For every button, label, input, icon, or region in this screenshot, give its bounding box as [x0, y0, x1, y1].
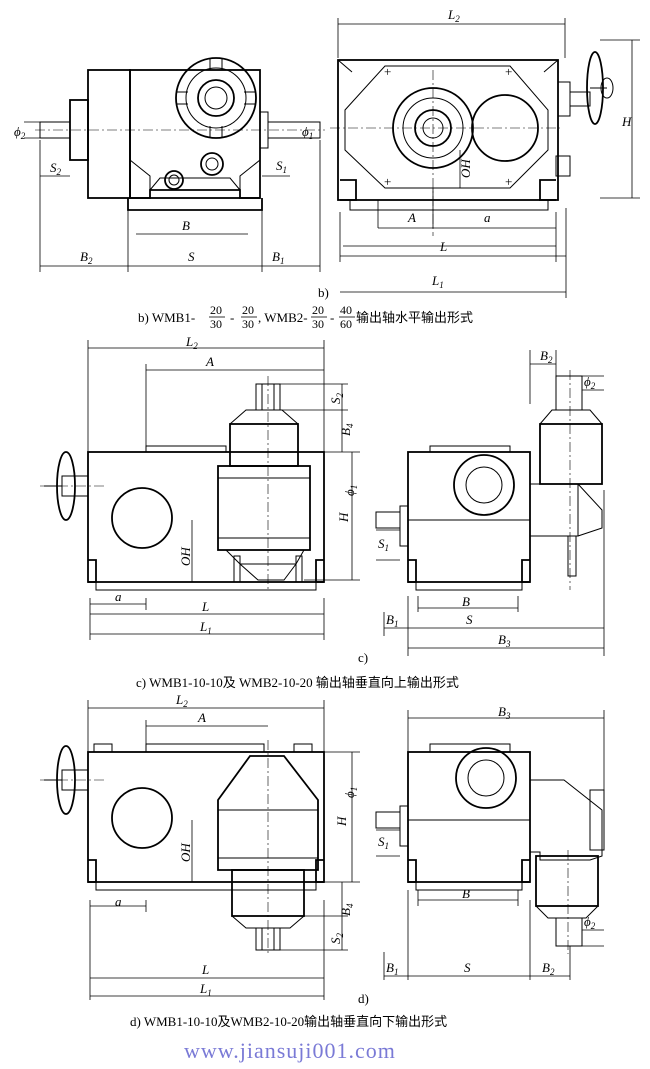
fig-d-left-dimensions: L2 A ϕ1 H OH B4 S2 a L L1: [87, 692, 360, 1000]
label-b-phi1: ϕ1: [302, 124, 313, 141]
svg-text:-: -: [330, 310, 334, 325]
svg-text:30: 30: [242, 317, 254, 331]
svg-text:30: 30: [312, 317, 324, 331]
label-d-A: A: [197, 710, 206, 725]
label-b-L2: L2: [447, 7, 460, 24]
label-d-L: L: [201, 962, 209, 977]
caption-d: d) WMB1-10-10及WMB2-10-20输出轴垂直向下输出形式: [130, 1014, 447, 1029]
svg-text:20: 20: [210, 303, 222, 317]
label-c-OH: OH: [178, 547, 193, 566]
svg-text:-: -: [230, 310, 234, 325]
label-d-phi1: ϕ1: [342, 787, 359, 798]
svg-text:输出轴水平输出形式: 输出轴水平输出形式: [356, 310, 473, 325]
label-c-S1: S1: [378, 536, 389, 553]
fig-d-right-view: [375, 743, 605, 954]
figure-mark-b: b): [318, 285, 329, 300]
svg-text:+: +: [505, 174, 512, 189]
label-c-H: H: [336, 512, 351, 523]
caption-b: b) WMB1- 20 30 - 20 30 , WMB2- 20 30 - 4…: [138, 303, 473, 331]
label-d-B3: B3: [498, 704, 511, 721]
svg-text:20: 20: [242, 303, 254, 317]
label-c-phi2: ϕ2: [584, 374, 596, 391]
figure-mark-d: d): [358, 991, 369, 1006]
fig-c-right-dimensions: B2 ϕ2 S1 B B1 S B3: [376, 348, 605, 656]
label-d-B4: B4: [338, 903, 355, 916]
label-b-H: H: [621, 114, 632, 129]
label-c-phi1: ϕ1: [342, 485, 359, 496]
label-d-S1: S1: [378, 834, 389, 851]
label-c-B: B: [462, 594, 470, 609]
label-c-S2: S2: [328, 393, 345, 405]
label-b-L: L: [439, 239, 447, 254]
label-c-A: A: [205, 354, 214, 369]
label-c-L1: L1: [199, 619, 212, 636]
label-d-B1: B1: [386, 960, 398, 977]
fig-b-left-view: [35, 57, 325, 211]
label-c-a: a: [115, 589, 122, 604]
svg-text:60: 60: [340, 317, 352, 331]
label-d-phi2: ϕ2: [584, 914, 596, 931]
label-b-S1: S1: [276, 158, 287, 175]
label-c-B4: B4: [338, 423, 355, 436]
fig-c-right-view: [375, 370, 603, 591]
svg-text:, WMB2-: , WMB2-: [258, 310, 308, 325]
fig-c-left-view: [40, 376, 325, 591]
svg-text:+: +: [384, 174, 391, 189]
label-c-B2: B2: [540, 348, 553, 365]
label-d-L2: L2: [175, 692, 188, 709]
label-d-H: H: [334, 816, 349, 827]
label-d-L1: L1: [199, 981, 212, 998]
svg-text:+: +: [384, 64, 391, 79]
label-b-A: A: [407, 210, 416, 225]
figure-mark-c: c): [358, 650, 368, 665]
label-c-B3: B3: [498, 632, 511, 649]
label-b-S2: S2: [50, 160, 62, 177]
label-b-OH: OH: [458, 159, 473, 178]
label-b-B2: B2: [80, 249, 93, 266]
label-d-B2: B2: [542, 960, 555, 977]
label-b-phi2: ϕ2: [14, 124, 26, 141]
label-d-B: B: [462, 886, 470, 901]
label-d-OH: OH: [178, 843, 193, 862]
svg-text:20: 20: [312, 303, 324, 317]
label-b-B: B: [182, 218, 190, 233]
svg-text:b) WMB1-: b) WMB1-: [138, 310, 195, 325]
fig-b-right-view: + + + +: [330, 51, 614, 236]
svg-text:30: 30: [210, 317, 222, 331]
label-b-S: S: [188, 249, 195, 264]
label-b-L1: L1: [431, 273, 444, 290]
label-d-S: S: [464, 960, 471, 975]
label-d-a: a: [115, 894, 122, 909]
svg-text:+: +: [505, 64, 512, 79]
label-d-S2: S2: [328, 933, 345, 945]
label-b-B1: B1: [272, 249, 284, 266]
fig-c-left-dimensions: L2 A S2 B4 ϕ1 H OH a L L1: [87, 334, 360, 640]
fig-d-right-dimensions: B3 S1 B ϕ2 B1 S B2: [376, 704, 605, 980]
label-c-S: S: [466, 612, 473, 627]
svg-text:40: 40: [340, 303, 352, 317]
watermark-text: www.jiansuji001.com: [184, 1038, 396, 1063]
label-c-L: L: [201, 599, 209, 614]
caption-c: c) WMB1-10-10及 WMB2-10-20 输出轴垂直向上输出形式: [136, 675, 459, 690]
label-b-a: a: [484, 210, 491, 225]
label-c-B1: B1: [386, 612, 398, 629]
fig-b-dimensions: L2 H ϕ2 ϕ1 S2 S1 B B2 S B1 OH A a L L1: [14, 7, 640, 298]
label-c-L2: L2: [185, 334, 198, 351]
